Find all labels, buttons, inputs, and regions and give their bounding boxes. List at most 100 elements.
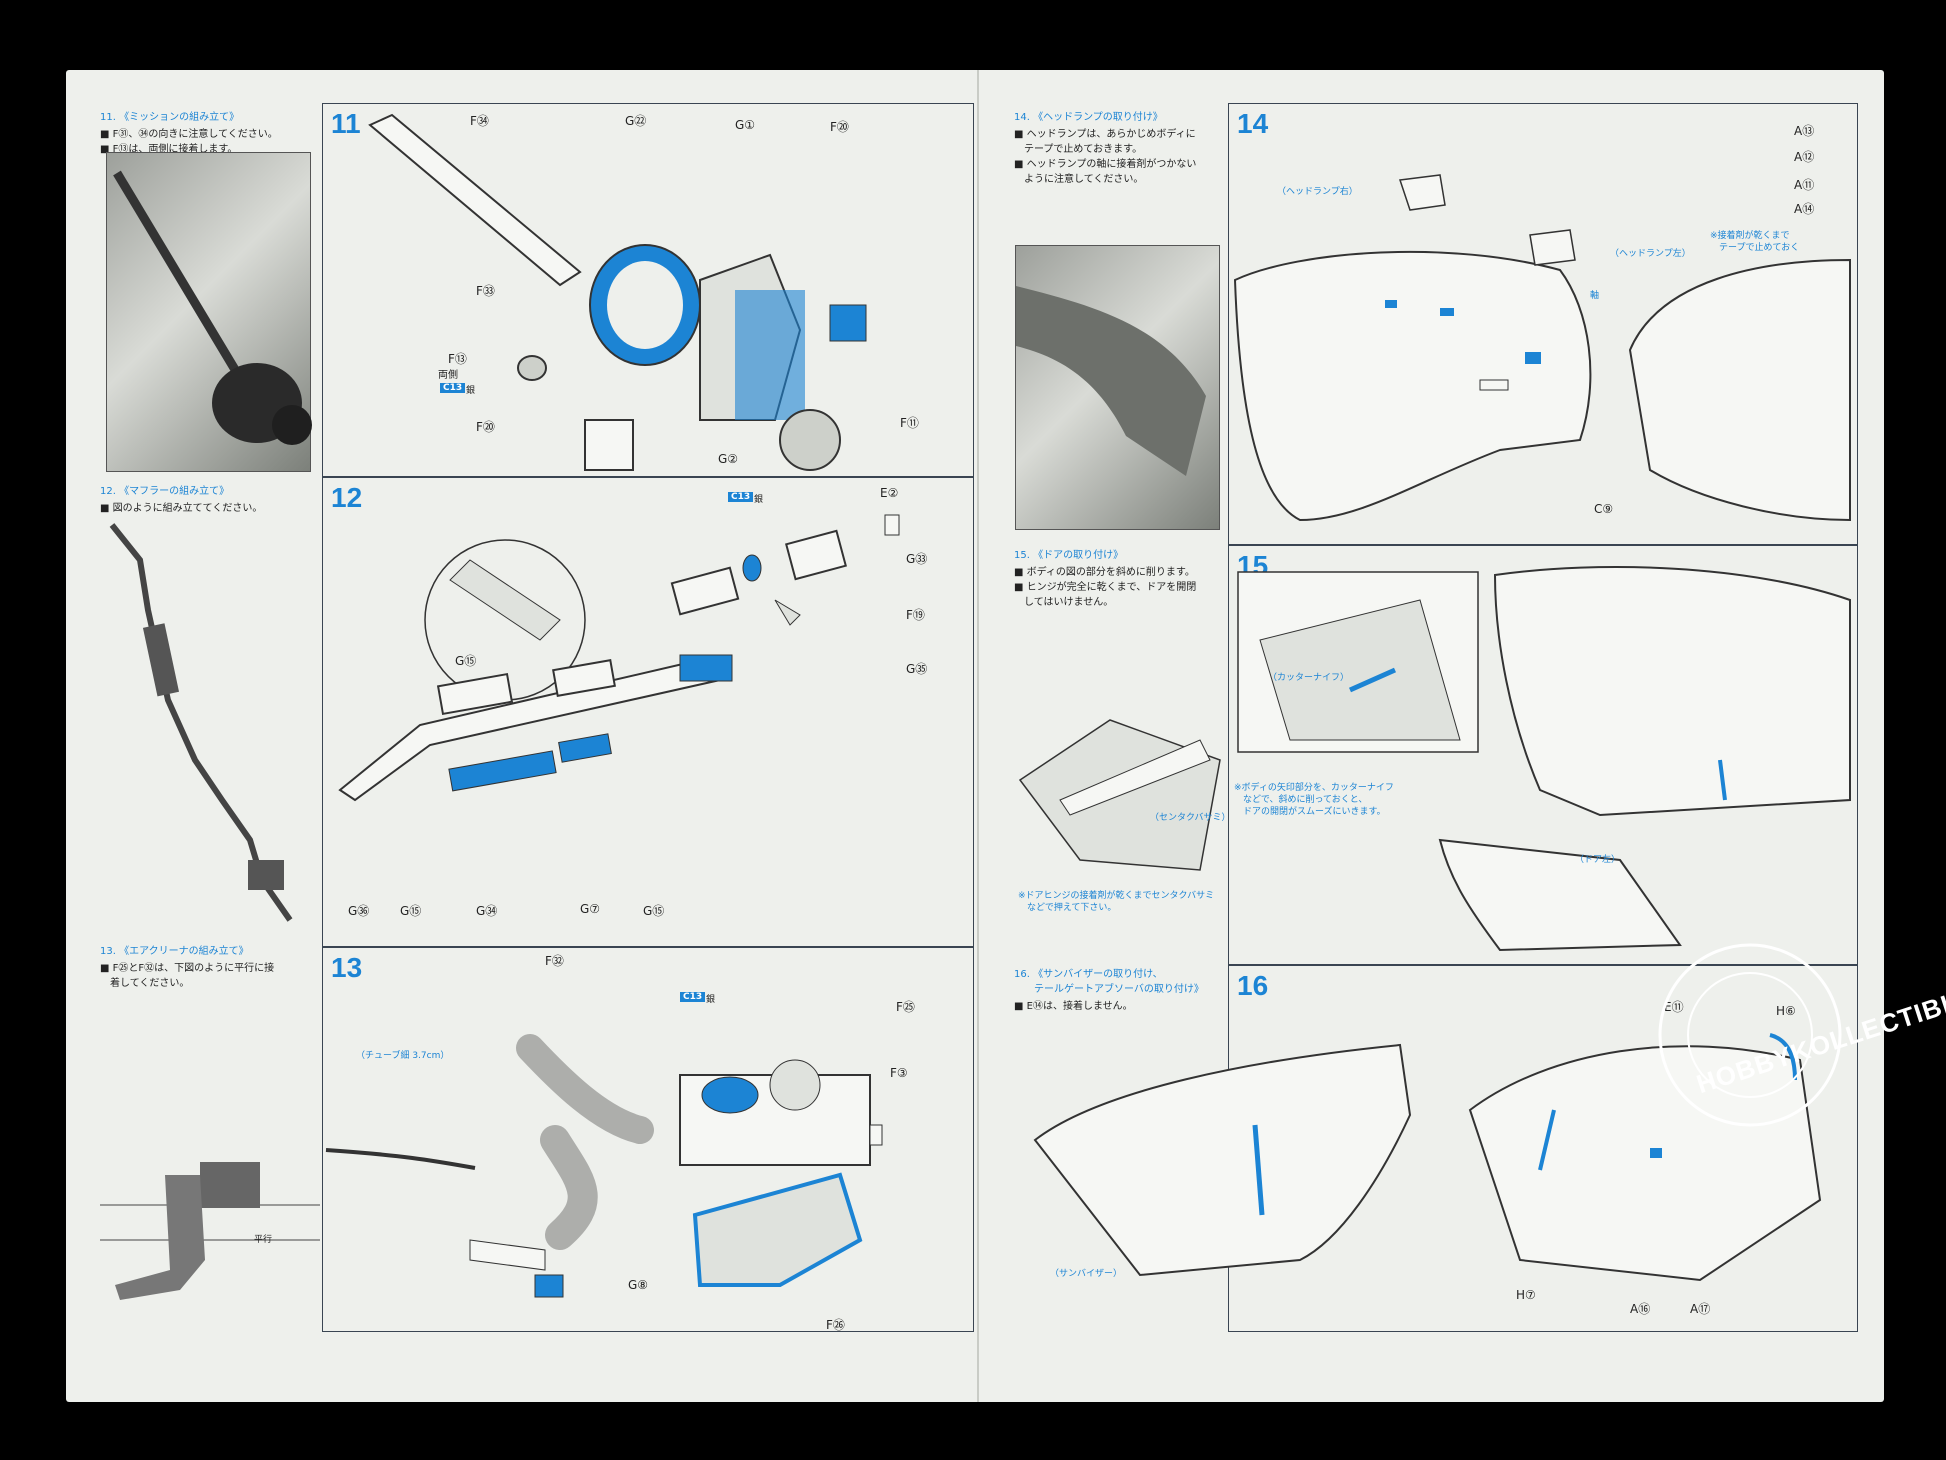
step-11-label-f20-bottom: F⑳	[476, 420, 495, 434]
section-15-line-2: ■ ヒンジが完全に乾くまで、ドアを開閉	[1014, 582, 1197, 593]
transmission-photo-art	[113, 170, 312, 445]
step-13-label-f26: F㉖	[826, 1318, 845, 1332]
step-16-label-a16: A⑯	[1630, 1302, 1651, 1316]
step-12-label-e2: E②	[880, 486, 899, 500]
step-16-label-a17: A⑰	[1690, 1302, 1711, 1316]
step-16-label-h7: H⑦	[1516, 1288, 1536, 1302]
step-12-paint-tag: C13	[728, 492, 754, 502]
step-14-headlamp-right: （ヘッドランプ右）	[1277, 187, 1358, 197]
section-14-notes: 14. 《ヘッドランプの取り付け》 ■ ヘッドランプは、あらかじめボディに テー…	[1014, 108, 1196, 187]
step-14-note: ※接着剤が乾くまで テープで止めておく	[1710, 230, 1799, 254]
headlamp-body-photo-art	[1016, 286, 1206, 476]
center-fold	[977, 70, 979, 1402]
step-11-label-g2: G②	[718, 452, 739, 466]
section-16-title: 16. 《サンバイザーの取り付け、	[1014, 969, 1163, 980]
step-13-label-f32: F㉜	[545, 954, 564, 968]
step-12-number: 12	[331, 482, 363, 513]
section-15-notes: 15. 《ドアの取り付け》 ■ ボディの図の部分を斜めに削ります。 ■ ヒンジが…	[1014, 546, 1196, 610]
section-12-line-1: ■ 図のように組み立ててください。	[100, 503, 263, 514]
section-11-title: 11. 《ミッションの組み立て》	[100, 112, 240, 123]
step-12-label-f19: F⑲	[906, 608, 925, 622]
step-14-panel: 14	[1228, 103, 1858, 545]
step-11-label-f34: F㉞	[470, 114, 489, 128]
section-14-line-2: テープで止めておきます。	[1014, 144, 1143, 155]
step-11-label-g1: G①	[735, 118, 756, 132]
section-16-title-2: テールゲートアブソーバの取り付け》	[1014, 984, 1204, 995]
section-13-notes: 13. 《エアクリーナの組み立て》 ■ F㉕とF㉜は、下図のように平行に接 着し…	[100, 942, 274, 991]
step-14-axis-label: 軸	[1590, 291, 1600, 301]
step-16-label-e11: E⑪	[1664, 1000, 1684, 1014]
step-14-label-a14: A⑭	[1794, 202, 1815, 216]
watermark-ring	[1658, 943, 1842, 1127]
section-13-title: 13. 《エアクリーナの組み立て》	[100, 946, 249, 957]
step-11-label-f13: F⑬	[448, 352, 467, 366]
step-15-note: ※ボディの矢印部分を、カッターナイフ などで、斜めに削っておくと、 ドアの開閉が…	[1234, 782, 1394, 818]
step-15-panel: 15	[1228, 545, 1858, 965]
section-13-line-2: 着してください。	[100, 978, 190, 989]
clamp-note-line-2: などで押えて下さい。	[1018, 903, 1117, 913]
step-15-number: 15	[1237, 550, 1269, 581]
step-16-sunvisor-label: （サンバイザー）	[1050, 1269, 1123, 1279]
step-11-label-f33: F㉝	[476, 284, 495, 298]
section-12-notes: 12. 《マフラーの組み立て》 ■ 図のように組み立ててください。	[100, 482, 262, 516]
step-12-label-g15-top: G⑮	[455, 654, 477, 668]
step-12-label-g15-left: G⑮	[400, 904, 422, 918]
step-11-label-f11: F⑪	[900, 416, 919, 430]
watermark-stamp	[1650, 935, 1850, 1135]
section-14-line-3: ■ ヘッドランプの軸に接着剤がつかない	[1014, 159, 1197, 170]
section-13-line-1: ■ F㉕とF㉜は、下図のように平行に接	[100, 963, 275, 974]
step-14-note-line-2: テープで止めておく	[1710, 243, 1800, 253]
clamp-label: （センタクバサミ）	[1150, 813, 1231, 823]
section-16-notes: 16. 《サンバイザーの取り付け、 テールゲートアブソーバの取り付け》 ■ E⑭…	[1014, 965, 1204, 1014]
section-15-line-3: してはいけません。	[1014, 597, 1114, 608]
section-14-title: 14. 《ヘッドランプの取り付け》	[1014, 112, 1163, 123]
step-13-label-f25: F㉕	[896, 1000, 915, 1014]
step-14-label-a13: A⑬	[1794, 124, 1815, 138]
step-14-label-a12: A⑫	[1794, 150, 1815, 164]
section-11-line-2: ■ F⑬は、両側に接着します。	[100, 144, 238, 155]
step-12-label-g7: G⑦	[580, 902, 601, 916]
section-16-line-1: ■ E⑭は、接着しません。	[1014, 1001, 1133, 1012]
section-15-line-1: ■ ボディの図の部分を斜めに削ります。	[1014, 567, 1195, 578]
step-13-paint-text: 銀	[706, 995, 716, 1005]
section-15-title: 15. 《ドアの取り付け》	[1014, 550, 1124, 561]
step-14-label-a11: A⑪	[1794, 178, 1815, 192]
section-14-line-4: ように注意してください。	[1014, 174, 1144, 185]
step-15-note-line-3: ドアの開閉がスムーズにいきます。	[1234, 807, 1386, 817]
step-11-panel: 11	[322, 103, 974, 477]
step-15-door-label: （ドア左）	[1575, 855, 1621, 865]
step-15-cutter-label: （カッターナイフ）	[1268, 673, 1350, 683]
headlamp-body-photo	[1015, 245, 1220, 530]
step-12-label-g33: G㉝	[906, 552, 928, 566]
step-11-paint-text: 銀	[466, 386, 476, 396]
step-13-tube-note: （チューブ細 3.7cm）	[356, 1051, 450, 1061]
step-14-number: 14	[1237, 108, 1269, 139]
section-11-line-1: ■ F㉛、㉞の向きに注意してください。	[100, 129, 278, 140]
step-12-paint-text: 銀	[754, 495, 764, 505]
step-14-headlamp-left: （ヘッドランプ左）	[1610, 249, 1691, 259]
step-14-note-line-1: ※接着剤が乾くまで	[1710, 231, 1790, 241]
step-13-label-f3: F③	[890, 1066, 908, 1080]
step-12-label-g36: G㊱	[348, 904, 370, 918]
step-12-label-g15-right: G⑮	[643, 904, 665, 918]
step-16-number: 16	[1237, 970, 1269, 1001]
parallel-label: 平行	[254, 1235, 273, 1245]
step-11-number: 11	[331, 108, 361, 139]
section-11-notes: 11. 《ミッションの組み立て》 ■ F㉛、㉞の向きに注意してください。 ■ F…	[100, 108, 278, 157]
step-11-label-f20-top: F⑳	[830, 120, 849, 134]
step-11-label-both-sides: 両側	[438, 370, 458, 381]
step-11-paint-tag: C13	[440, 383, 466, 393]
step-14-label-c9: C⑨	[1594, 502, 1614, 516]
step-13-paint-tag: C13	[680, 992, 706, 1002]
step-13-label-g8: G⑧	[628, 1278, 649, 1292]
step-12-label-g34: G㉞	[476, 904, 498, 918]
step-15-note-line-1: ※ボディの矢印部分を、カッターナイフ	[1234, 783, 1394, 793]
clamp-note-line-1: ※ドアヒンジの接着剤が乾くまでセンタクバサミ	[1018, 891, 1215, 901]
step-12-label-g35: G㉟	[906, 662, 928, 676]
section-14-line-1: ■ ヘッドランプは、あらかじめボディに	[1014, 129, 1196, 140]
section-12-title: 12. 《マフラーの組み立て》	[100, 486, 230, 497]
step-15-note-line-2: などで、斜めに削っておくと、	[1234, 795, 1368, 805]
step-13-number: 13	[331, 952, 363, 983]
step-11-label-g22: G㉒	[625, 114, 647, 128]
clamp-note: ※ドアヒンジの接着剤が乾くまでセンタクバサミ などで押えて下さい。	[1018, 890, 1214, 914]
